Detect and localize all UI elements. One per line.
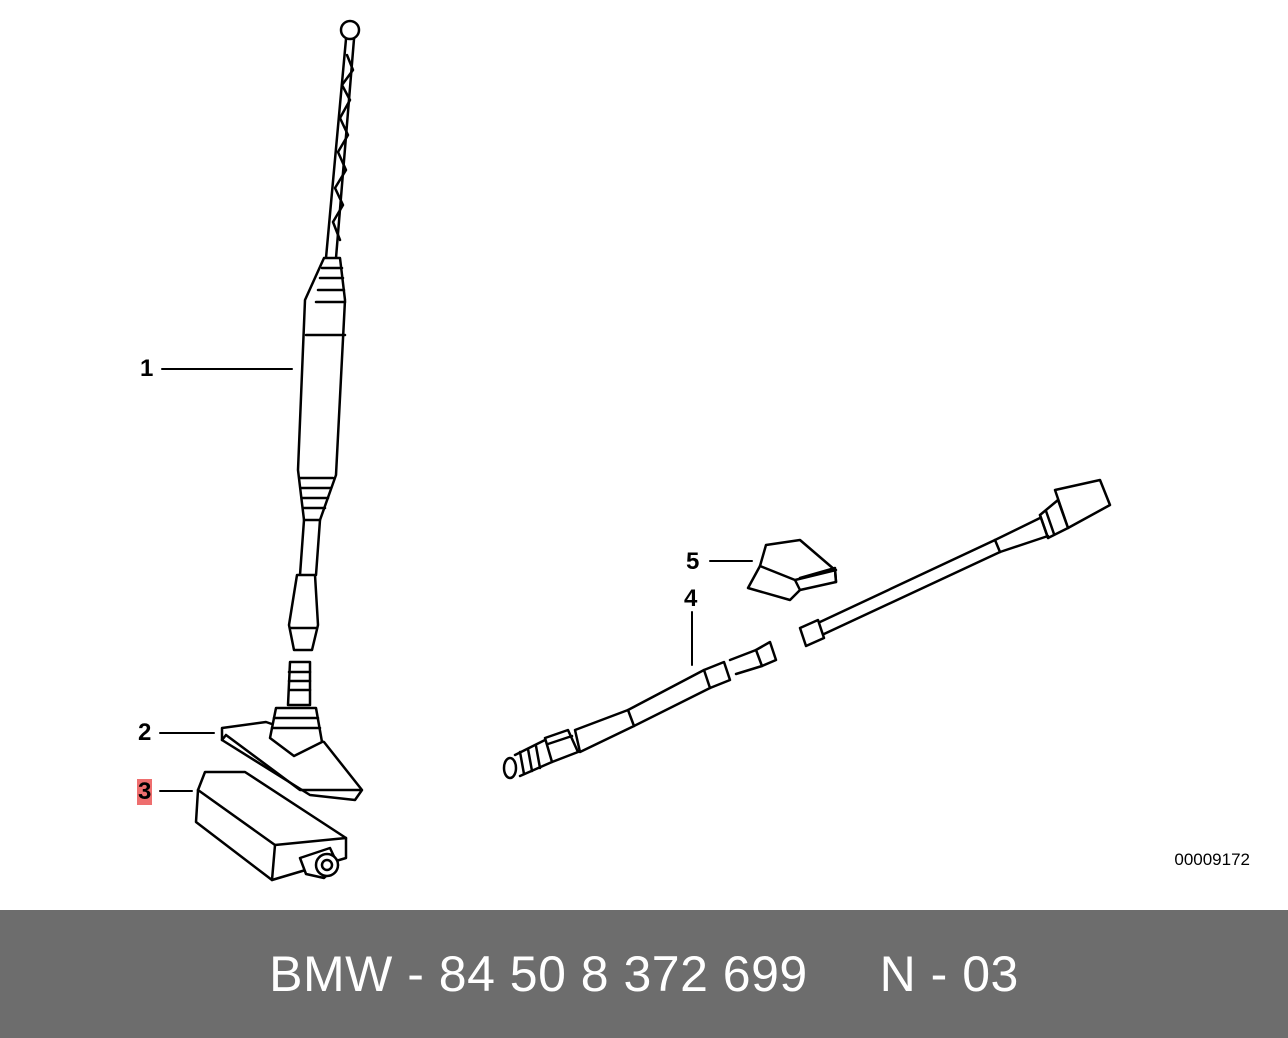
part-number-footer: BMW - 84 50 8 372 699 N - 03 bbox=[0, 910, 1288, 1038]
antenna-base-part bbox=[220, 706, 364, 802]
antenna-parts-diagram bbox=[159, 19, 1112, 882]
antenna-cable-part bbox=[502, 478, 1112, 780]
callout-4: 4 bbox=[684, 585, 698, 612]
callout-2: 2 bbox=[138, 719, 152, 746]
rod-antenna-part bbox=[286, 19, 361, 707]
amplifier-part bbox=[194, 770, 348, 882]
part-number-text: BMW - 84 50 8 372 699 N - 03 bbox=[269, 946, 1019, 1002]
leader-lines bbox=[159, 368, 753, 792]
callout-3: 3 bbox=[137, 778, 153, 805]
drawing-number: 00009172 bbox=[1174, 850, 1250, 869]
callout-5: 5 bbox=[686, 548, 700, 575]
callout-1: 1 bbox=[140, 355, 154, 382]
cable-clip-part bbox=[746, 538, 838, 602]
